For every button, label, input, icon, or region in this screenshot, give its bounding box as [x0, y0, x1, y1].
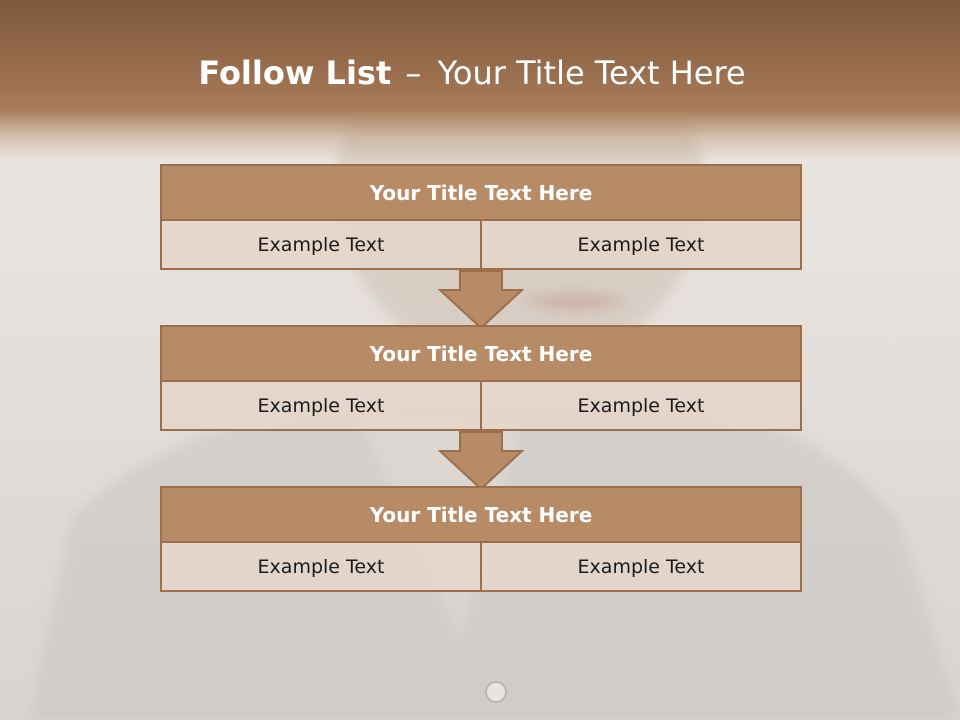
example-cell-left: Example Text [162, 382, 480, 429]
block-row: Example Text Example Text [160, 543, 802, 592]
page-title: Follow List – Your Title Text Here [0, 54, 944, 92]
block-heading: Your Title Text Here [160, 164, 802, 221]
example-cell-right: Example Text [480, 221, 800, 268]
header-band [0, 0, 960, 160]
title-separator: – [405, 54, 422, 92]
step-block-2: Your Title Text Here Example Text Exampl… [160, 325, 802, 431]
block-heading: Your Title Text Here [160, 325, 802, 382]
title-rest: Your Title Text Here [437, 54, 746, 92]
block-row: Example Text Example Text [160, 221, 802, 270]
shirt-button-icon [485, 681, 507, 703]
example-cell-right: Example Text [480, 543, 800, 590]
down-arrow-icon [438, 270, 524, 330]
title-bold: Follow List [198, 54, 392, 92]
example-cell-right: Example Text [480, 382, 800, 429]
block-row: Example Text Example Text [160, 382, 802, 431]
step-block-3: Your Title Text Here Example Text Exampl… [160, 486, 802, 592]
example-cell-left: Example Text [162, 221, 480, 268]
down-arrow-icon [438, 431, 524, 491]
example-cell-left: Example Text [162, 543, 480, 590]
block-heading: Your Title Text Here [160, 486, 802, 543]
step-block-1: Your Title Text Here Example Text Exampl… [160, 164, 802, 270]
